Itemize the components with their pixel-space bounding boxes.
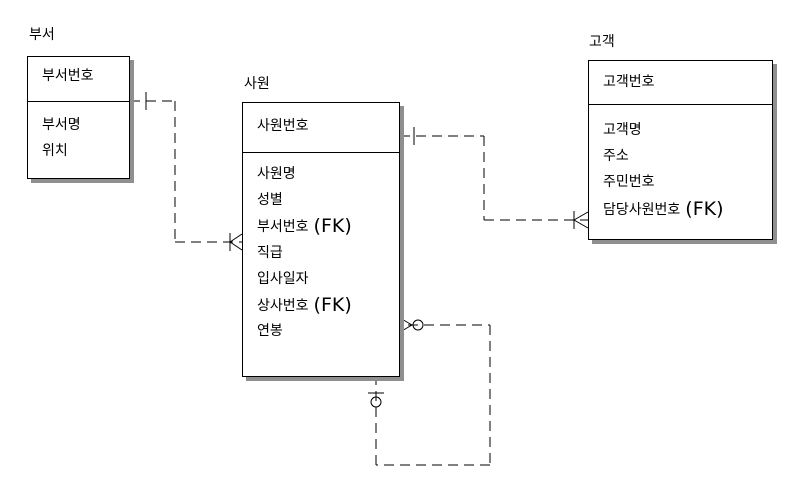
fk-marker: (FK) [685, 197, 724, 220]
cust-attr: 주민번호 [603, 169, 772, 195]
dept-attr: 위치 [42, 143, 68, 160]
cust-attr-name: 담당사원번호 [603, 201, 681, 218]
emp-pk: 사원번호 [243, 103, 399, 153]
emp-attr-name: 상사번호 [257, 297, 309, 314]
cust-attr-name: 주소 [603, 148, 629, 165]
emp-attr: 입사일자 [257, 266, 399, 292]
dept-attrs: 부서명 위치 [28, 102, 129, 164]
emp-attr-name: 부서번호 [257, 219, 309, 236]
fk-marker: (FK) [313, 293, 352, 316]
emp-attr-name: 직급 [257, 244, 283, 261]
fk-marker: (FK) [313, 215, 352, 238]
emp-attr: 연봉 [257, 318, 399, 344]
entity-dept[interactable]: 부서번호 부서명 위치 [27, 56, 130, 179]
emp-attr: 성별 [257, 187, 399, 213]
dept-pk: 부서번호 [28, 57, 129, 102]
emp-attr-name: 입사일자 [257, 270, 309, 287]
cust-attr: 담당사원번호(FK) [603, 196, 772, 222]
emp-attr: 상사번호(FK) [257, 292, 399, 318]
relationship-emp-cust [400, 127, 589, 229]
cust-attr-name: 주민번호 [603, 174, 655, 191]
cust-attrs: 고객명 주소 주민번호 담당사원번호(FK) [589, 105, 772, 222]
emp-attr-name: 연봉 [257, 323, 283, 340]
emp-attr-name: 성별 [257, 192, 283, 209]
entity-cust[interactable]: 고객번호 고객명 주소 주민번호 담당사원번호(FK) [588, 60, 773, 240]
cust-attr: 고객명 [603, 117, 772, 143]
entity-emp[interactable]: 사원번호 사원명 성별 부서번호(FK) 직급 입사일자 상사번호(FK) 연봉 [242, 102, 400, 377]
emp-attr-name: 사원명 [257, 166, 296, 182]
emp-attr: 사원명 [257, 161, 399, 187]
entity-title-dept: 부서 [29, 27, 55, 43]
entity-title-cust: 고객 [589, 34, 615, 50]
cust-pk: 고객번호 [589, 61, 772, 105]
emp-attrs: 사원명 성별 부서번호(FK) 직급 입사일자 상사번호(FK) 연봉 [243, 153, 399, 344]
relationship-dept-emp [130, 92, 243, 251]
cust-attr-name: 고객명 [603, 122, 642, 138]
cust-attr: 주소 [603, 143, 772, 169]
relationship-emp-self [368, 317, 491, 466]
emp-attr: 부서번호(FK) [257, 213, 399, 239]
dept-attr: 부서명 [42, 117, 81, 133]
emp-attr: 직급 [257, 240, 399, 266]
entity-title-emp: 사원 [244, 76, 270, 92]
